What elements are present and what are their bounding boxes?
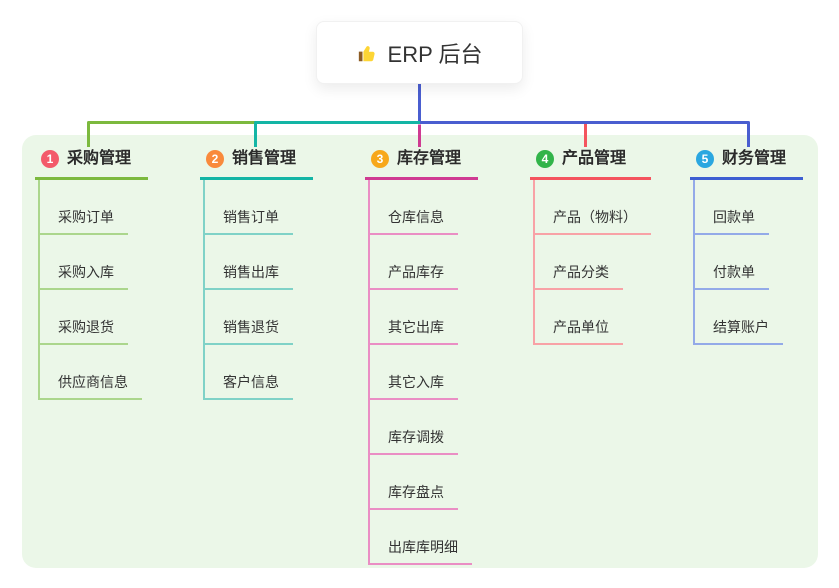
child-row: 采购订单 bbox=[40, 180, 142, 235]
branch-number-badge: 5 bbox=[696, 150, 714, 168]
child-row: 采购退货 bbox=[40, 290, 142, 345]
branch-label: 产品管理 bbox=[562, 150, 627, 167]
child-row: 销售订单 bbox=[205, 180, 293, 235]
canvas-panel bbox=[22, 135, 818, 568]
child-node[interactable]: 产品（物料） bbox=[535, 207, 651, 235]
branch-label: 库存管理 bbox=[397, 150, 462, 167]
branch-label: 财务管理 bbox=[722, 150, 787, 167]
child-node[interactable]: 采购订单 bbox=[40, 207, 128, 235]
branch-children: 销售订单 销售出库 销售退货 客户信息 bbox=[203, 180, 293, 400]
branch: 5 财务管理 回款单 付款单 结算账户 bbox=[690, 147, 803, 345]
child-row: 出库库明细 bbox=[370, 510, 472, 565]
root-node-label: ERP 后台 bbox=[387, 41, 483, 67]
child-node[interactable]: 产品库存 bbox=[370, 262, 458, 290]
child-row: 其它入库 bbox=[370, 345, 472, 400]
branch-children: 回款单 付款单 结算账户 bbox=[693, 180, 783, 345]
child-row: 回款单 bbox=[695, 180, 783, 235]
child-row: 库存调拨 bbox=[370, 400, 472, 455]
child-node[interactable]: 采购退货 bbox=[40, 317, 128, 345]
branch-number-badge: 2 bbox=[206, 150, 224, 168]
child-row: 仓库信息 bbox=[370, 180, 472, 235]
branch: 2 销售管理 销售订单 销售出库 销售退货 客户信息 bbox=[200, 147, 313, 400]
child-node[interactable]: 仓库信息 bbox=[370, 207, 458, 235]
branch-label: 销售管理 bbox=[232, 150, 297, 167]
branch-node[interactable]: 1 采购管理 bbox=[35, 147, 148, 180]
child-node[interactable]: 库存调拨 bbox=[370, 427, 458, 455]
branch-node[interactable]: 3 库存管理 bbox=[365, 147, 478, 180]
child-node[interactable]: 销售退货 bbox=[205, 317, 293, 345]
child-node[interactable]: 销售出库 bbox=[205, 262, 293, 290]
child-node[interactable]: 付款单 bbox=[695, 262, 769, 290]
child-node[interactable]: 出库库明细 bbox=[370, 537, 472, 565]
child-row: 采购入库 bbox=[40, 235, 142, 290]
thumbs-up-icon bbox=[357, 42, 379, 64]
child-row: 销售出库 bbox=[205, 235, 293, 290]
child-row: 产品库存 bbox=[370, 235, 472, 290]
child-row: 销售退货 bbox=[205, 290, 293, 345]
branch-number-badge: 4 bbox=[536, 150, 554, 168]
branch-label: 采购管理 bbox=[67, 150, 132, 167]
branch-node[interactable]: 5 财务管理 bbox=[690, 147, 803, 180]
branch: 3 库存管理 仓库信息 产品库存 其它出库 其它入库 库存调拨 库存盘点 出库库… bbox=[365, 147, 478, 565]
child-row: 库存盘点 bbox=[370, 455, 472, 510]
branch: 4 产品管理 产品（物料） 产品分类 产品单位 bbox=[530, 147, 651, 345]
branch-number-badge: 3 bbox=[371, 150, 389, 168]
root-node-erp[interactable]: ERP 后台 bbox=[316, 21, 523, 84]
child-node[interactable]: 采购入库 bbox=[40, 262, 128, 290]
branch-children: 采购订单 采购入库 采购退货 供应商信息 bbox=[38, 180, 142, 400]
child-row: 结算账户 bbox=[695, 290, 783, 345]
child-node[interactable]: 库存盘点 bbox=[370, 482, 458, 510]
child-node[interactable]: 其它入库 bbox=[370, 372, 458, 400]
child-row: 客户信息 bbox=[205, 345, 293, 400]
child-node[interactable]: 回款单 bbox=[695, 207, 769, 235]
branch-children: 仓库信息 产品库存 其它出库 其它入库 库存调拨 库存盘点 出库库明细 bbox=[368, 180, 472, 565]
child-row: 产品单位 bbox=[535, 290, 651, 345]
child-row: 供应商信息 bbox=[40, 345, 142, 400]
child-node[interactable]: 销售订单 bbox=[205, 207, 293, 235]
branch-node[interactable]: 4 产品管理 bbox=[530, 147, 651, 180]
child-row: 产品（物料） bbox=[535, 180, 651, 235]
child-node[interactable]: 结算账户 bbox=[695, 317, 783, 345]
branch-node[interactable]: 2 销售管理 bbox=[200, 147, 313, 180]
branch-children: 产品（物料） 产品分类 产品单位 bbox=[533, 180, 651, 345]
branch-number-badge: 1 bbox=[41, 150, 59, 168]
branch: 1 采购管理 采购订单 采购入库 采购退货 供应商信息 bbox=[35, 147, 148, 400]
child-row: 其它出库 bbox=[370, 290, 472, 345]
child-node[interactable]: 客户信息 bbox=[205, 372, 293, 400]
child-row: 付款单 bbox=[695, 235, 783, 290]
child-node[interactable]: 供应商信息 bbox=[40, 372, 142, 400]
child-row: 产品分类 bbox=[535, 235, 651, 290]
child-node[interactable]: 产品单位 bbox=[535, 317, 623, 345]
child-node[interactable]: 产品分类 bbox=[535, 262, 623, 290]
child-node[interactable]: 其它出库 bbox=[370, 317, 458, 345]
